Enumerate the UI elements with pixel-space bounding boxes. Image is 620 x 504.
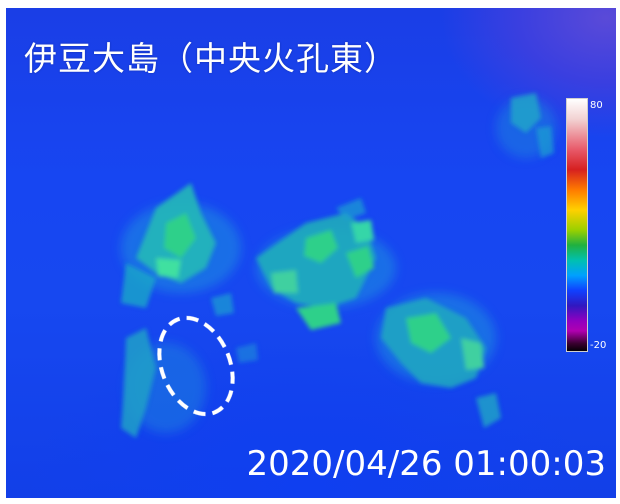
scale-min-label: -20 [590,340,607,351]
location-title: 伊豆大島（中央火孔東） [24,39,398,78]
thermal-camera-image: 伊豆大島（中央火孔東） 2020/04/26 01:00:03 [6,8,616,498]
temperature-color-scale [566,98,588,352]
scale-max-label: 80 [590,100,603,111]
thermal-warm-patches [121,93,554,438]
thermal-hotspots-layer [121,93,556,438]
dashed-ellipse-annotation [157,315,235,417]
timestamp: 2020/04/26 01:00:03 [246,444,606,484]
